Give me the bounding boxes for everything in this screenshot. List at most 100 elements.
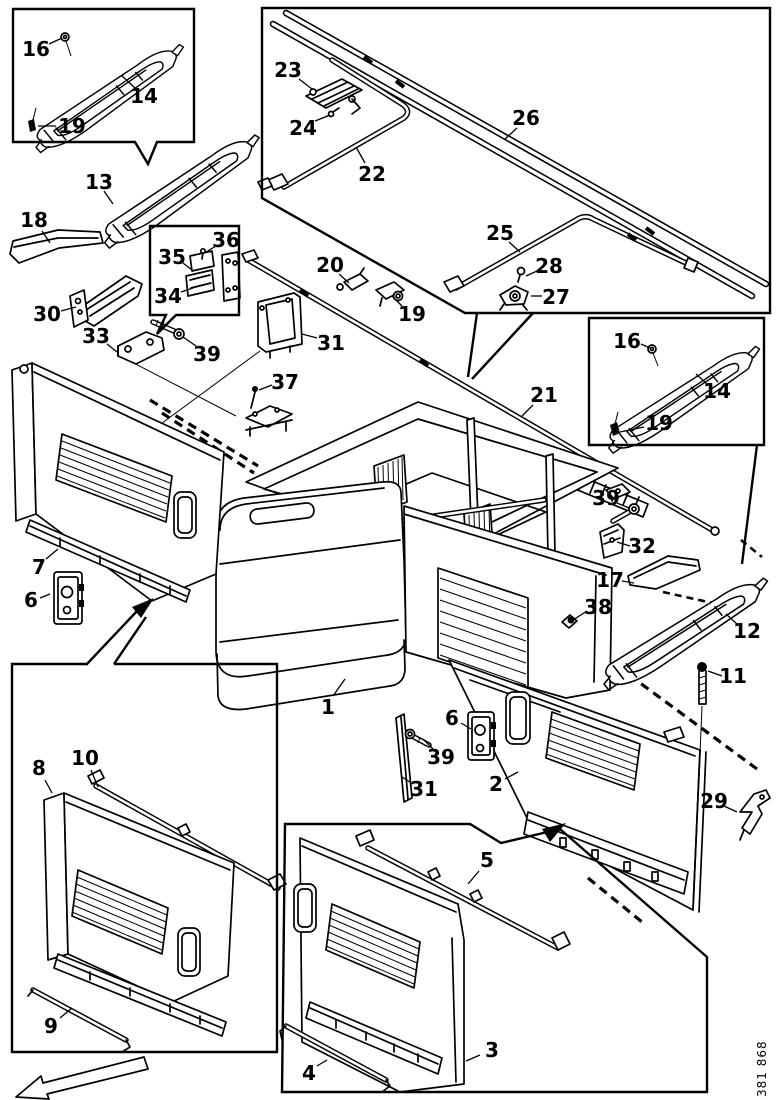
inset-box-bottom-left: [10, 662, 279, 1054]
bracket-under-37: [245, 405, 293, 437]
callout-18: 18: [20, 208, 48, 232]
callout-19: 19: [58, 114, 86, 138]
bracket-29: [739, 789, 771, 841]
leader-line-37: [258, 384, 273, 391]
leader-line-21: [521, 404, 534, 417]
callout-20: 20: [316, 253, 344, 277]
leader-line-10: [90, 769, 99, 788]
rail-13: [90, 130, 275, 253]
callout-16: 16: [22, 37, 50, 61]
rail-22: [257, 57, 411, 191]
callout-33: 33: [82, 324, 110, 348]
callout-14: 14: [130, 84, 158, 108]
leader-line-13: [103, 190, 114, 205]
latch-plate-6-right: [467, 711, 496, 761]
roof-rails-group: [257, 9, 770, 311]
callout-30: 30: [33, 302, 61, 326]
callout-16: 16: [613, 329, 641, 353]
callout-27: 27: [542, 285, 570, 309]
strip-9: [27, 987, 131, 1053]
callout-8: 8: [32, 756, 46, 780]
callout-19: 19: [645, 411, 673, 435]
bolt-39-bottom: [404, 728, 432, 748]
screw-28: [516, 266, 526, 283]
callout-7: 7: [32, 555, 46, 579]
callout-37: 37: [271, 370, 299, 394]
panel-8-slats: [71, 869, 169, 955]
leader-line-35: [182, 262, 193, 271]
callout-23: 23: [274, 58, 302, 82]
leader-line-8: [44, 779, 53, 794]
leader-line-39: [616, 502, 630, 509]
leader-line-18: [41, 230, 51, 244]
strip-31-right: [395, 713, 413, 803]
callout-29: 29: [700, 789, 728, 813]
leader-line-14: [120, 74, 136, 89]
bracket-20: [336, 267, 369, 291]
left-panel-slats: [55, 433, 173, 523]
leader-line-3: [465, 1054, 481, 1062]
leader-line-38: [572, 610, 588, 621]
leader-line-25: [508, 241, 521, 253]
latch-23: [305, 78, 363, 115]
callout-1: 1: [321, 695, 335, 719]
sill-strip-7: [25, 519, 191, 603]
callout-34: 34: [154, 284, 182, 308]
inset-bracket-group: [185, 247, 241, 302]
leader-line-33: [106, 343, 118, 353]
callout-39: 39: [592, 486, 620, 510]
leader-line-5: [467, 870, 480, 885]
screw-37: [250, 386, 258, 409]
leader-line-32: [616, 541, 631, 547]
leader-line-16: [48, 37, 63, 45]
leader-line-39: [182, 336, 197, 347]
right-side-panel-2: [448, 659, 707, 913]
inset-box-top-left: [11, 7, 196, 167]
callout-2: 2: [489, 772, 503, 796]
panel-8-sill: [53, 953, 227, 1037]
leader-line-2: [504, 771, 519, 780]
leader-line-17: [621, 580, 635, 584]
callout-14: 14: [703, 379, 731, 403]
callout-31: 31: [317, 331, 345, 355]
callout-6: 6: [445, 706, 459, 730]
leader-line-31: [301, 333, 318, 339]
direction-arrow-icon: [15, 1056, 149, 1100]
callout-4: 4: [302, 1061, 316, 1085]
callout-39: 39: [427, 745, 455, 769]
callout-31: 31: [410, 777, 438, 801]
leader-line-28: [525, 270, 538, 277]
leader-line-19: [391, 295, 403, 307]
bottom-center-panel-3: [279, 829, 571, 1093]
right-panel-slats: [545, 711, 641, 791]
plate-31-left: [257, 292, 303, 359]
callout-13: 13: [85, 170, 113, 194]
callout-11: 11: [719, 664, 747, 688]
panel-3-sill: [305, 1001, 443, 1075]
leader-line-34: [180, 287, 194, 293]
callout-19: 19: [398, 302, 426, 326]
leader-line-12: [725, 613, 738, 625]
leader-line-36: [205, 245, 217, 253]
leader-line-6: [39, 593, 51, 599]
callout-32: 32: [628, 534, 656, 558]
inset-box-top-right-pointer: [466, 312, 534, 380]
strip-4: [279, 1023, 391, 1093]
inset-box-right: [587, 316, 766, 447]
rail-bracket-mid: [605, 483, 631, 500]
leader-line-19: [619, 426, 645, 433]
rail-5: [355, 829, 571, 951]
callout-10: 10: [71, 746, 99, 770]
leader-line-6: [460, 722, 472, 730]
callout-35: 35: [158, 245, 186, 269]
leader-line-16: [640, 343, 651, 349]
callout-25: 25: [486, 221, 514, 245]
callout-17: 17: [596, 568, 624, 592]
rail-21: [241, 249, 720, 536]
latch-plate-6-left: [53, 571, 84, 625]
leader-line-29: [723, 805, 738, 813]
inset-tray-top-left: [22, 32, 199, 157]
rail-10: [87, 769, 287, 891]
